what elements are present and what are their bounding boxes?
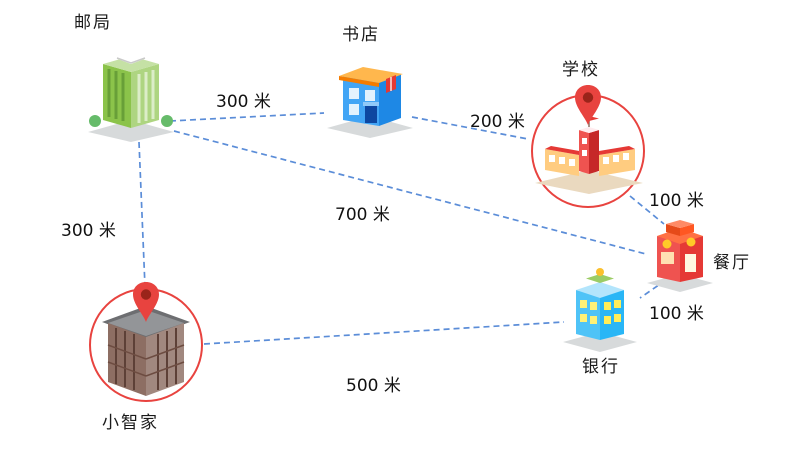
node-label-bookstore: 书店 (342, 25, 380, 45)
distance-label-post-office-restaurant: 700 米 (335, 205, 390, 225)
edge-post-office-bookstore (169, 112, 325, 122)
school-node (531, 112, 647, 198)
school-building-icon (535, 116, 643, 194)
distance-label-bookstore-school: 200 米 (470, 112, 525, 132)
distance-label-school-restaurant: 100 米 (649, 191, 704, 211)
node-label-bank: 银行 (582, 357, 620, 377)
bookstore-node (323, 46, 417, 142)
edge-post-office-home (138, 141, 146, 288)
distance-label-restaurant-bank: 100 米 (649, 304, 704, 324)
edge-home-bank (203, 321, 565, 345)
node-label-home: 小智家 (102, 413, 159, 433)
post-office-node (86, 44, 176, 146)
bank-building-icon (563, 268, 637, 352)
node-label-post-office: 邮局 (74, 13, 112, 33)
node-label-restaurant: 餐厅 (713, 253, 751, 273)
bookstore-building-icon (327, 67, 413, 138)
post-office-building-icon (88, 52, 174, 142)
home-map-pin-icon (131, 281, 161, 327)
bank-node (561, 258, 639, 356)
restaurant-building-icon (647, 220, 713, 292)
distance-label-post-office-home: 300 米 (61, 221, 116, 241)
distance-label-post-office-bookstore: 300 米 (216, 92, 271, 112)
distance-label-home-bank: 500 米 (346, 376, 401, 396)
node-label-school: 学校 (562, 60, 600, 80)
restaurant-node (645, 208, 715, 296)
school-map-pin-icon (573, 84, 603, 130)
